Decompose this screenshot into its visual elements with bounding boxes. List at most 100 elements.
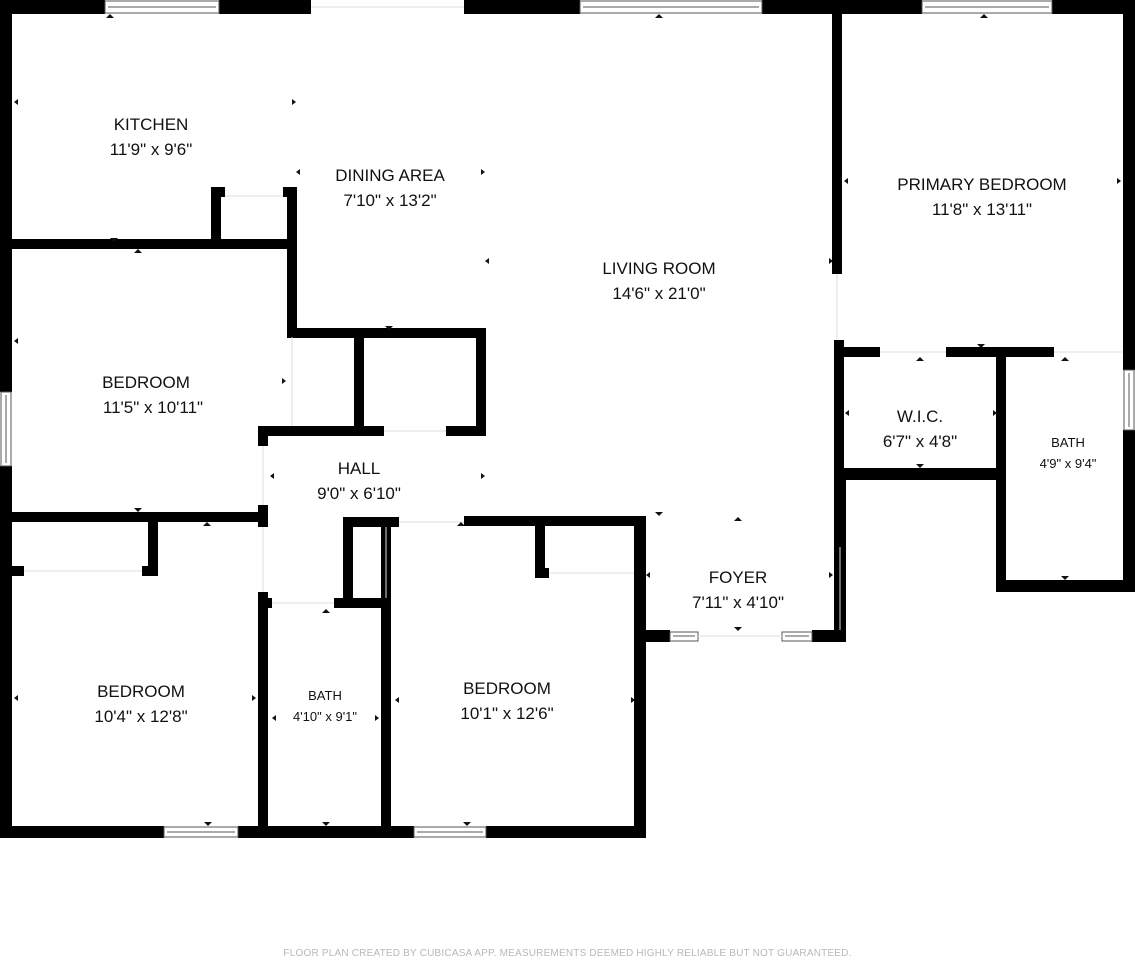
wall-right-upper <box>1123 0 1135 370</box>
dimension-markers <box>14 14 1121 826</box>
living-dims: 14'6" x 21'0" <box>612 284 705 303</box>
wall-closet-bot-r <box>446 426 486 436</box>
marker <box>463 822 471 826</box>
wall-kitchen-bottom <box>0 239 297 249</box>
wall-right-lower <box>1123 430 1135 592</box>
window-bedroom-w <box>0 391 12 467</box>
marker <box>395 697 399 703</box>
marker <box>14 99 18 105</box>
wall-left-lower <box>0 466 12 838</box>
wall-hall-left-2 <box>258 505 268 527</box>
marker <box>993 410 997 416</box>
wall-closet-bot-l <box>258 426 384 436</box>
wall-closet-sw-bot <box>142 566 158 576</box>
wall-primary-left <box>832 0 842 274</box>
bedroom-w-dims: 11'5" x 10'11" <box>103 398 203 417</box>
marker <box>655 512 663 516</box>
wall-linen-left <box>343 517 353 608</box>
bath-e-name: BATH <box>1051 435 1085 450</box>
marker <box>457 522 465 526</box>
marker <box>916 464 924 468</box>
wic-name: W.I.C. <box>897 407 943 426</box>
marker <box>481 169 485 175</box>
bedroom-s-dims: 10'1" x 12'6" <box>460 704 553 723</box>
marker <box>270 473 274 479</box>
marker <box>282 378 286 384</box>
marker <box>375 715 379 721</box>
marker <box>485 258 489 264</box>
marker <box>916 357 924 361</box>
windows <box>0 0 1135 838</box>
dining-dims: 7'10" x 13'2" <box>343 191 436 210</box>
wall-foyer-left <box>644 630 670 642</box>
wall-top-3 <box>464 0 580 14</box>
window-bedroom-sw <box>163 826 239 838</box>
wall-bath-s-left <box>258 592 268 838</box>
living-name: LIVING ROOM <box>602 259 715 278</box>
wall-wic-bottom <box>834 468 1004 480</box>
openings <box>24 6 1123 637</box>
footer-disclaimer: FLOOR PLAN CREATED BY CUBICASA APP. MEAS… <box>283 948 852 959</box>
wall-bath-e-bottom <box>996 580 1135 592</box>
window-kitchen <box>104 0 220 14</box>
wall-bed-divider <box>0 512 268 522</box>
bedroom-sw-dims: 10'4" x 12'8" <box>94 707 187 726</box>
marker <box>134 508 142 512</box>
window-living <box>579 0 763 14</box>
wall-linen-top <box>343 517 399 527</box>
wall-bath-s-top-l <box>258 598 272 608</box>
walls <box>0 0 1135 838</box>
marker <box>14 695 18 701</box>
marker <box>272 715 276 721</box>
marker <box>481 473 485 479</box>
wall-bath-s-right <box>381 524 391 838</box>
wall-hall-left <box>258 426 268 446</box>
wall-closet-mid <box>354 328 364 434</box>
marker <box>292 99 296 105</box>
wall-bath-s-top-r <box>334 598 390 608</box>
kitchen-dims: 11'9" x 9'6" <box>110 140 193 159</box>
marker <box>322 822 330 826</box>
bath-s-name: BATH <box>308 688 342 703</box>
wall-closet-right <box>476 328 486 434</box>
wall-pantry-top-l <box>211 187 225 197</box>
marker <box>845 410 849 416</box>
hall-name: HALL <box>338 459 381 478</box>
kitchen-name: KITCHEN <box>114 115 189 134</box>
window-foyer-l <box>669 631 699 642</box>
marker <box>655 14 663 18</box>
wall-bottom-2 <box>238 826 414 838</box>
marker <box>203 522 211 526</box>
bedroom-s-name: BEDROOM <box>463 679 551 698</box>
marker <box>844 178 848 184</box>
foyer-name: FOYER <box>709 568 768 587</box>
marker <box>980 14 988 18</box>
bath-s-dims: 4'10" x 9'1" <box>293 709 357 724</box>
wall-bed-s-top <box>464 516 644 526</box>
wall-left-upper <box>0 0 12 392</box>
marker <box>322 609 330 613</box>
marker <box>106 14 114 18</box>
wall-pantry-right <box>287 187 297 337</box>
marker <box>734 627 742 631</box>
marker <box>977 344 985 348</box>
window-bath-e <box>1123 369 1135 431</box>
wic-dims: 6'7" x 4'8" <box>883 432 957 451</box>
wall-wic-left <box>834 347 844 547</box>
wall-top-1 <box>0 0 105 14</box>
marker <box>1117 178 1121 184</box>
marker <box>1061 576 1069 580</box>
wall-primary-bot-l <box>834 347 880 357</box>
marker <box>204 822 212 826</box>
primary-dims: 11'8" x 13'11" <box>932 200 1032 219</box>
bath-e-dims: 4'9" x 9'4" <box>1040 456 1097 471</box>
marker <box>646 572 650 578</box>
wall-bottom-1 <box>0 826 164 838</box>
wall-bed-s-right <box>634 516 646 838</box>
bedroom-sw-name: BEDROOM <box>97 682 185 701</box>
foyer-dims: 7'11" x 4'10" <box>692 593 784 612</box>
wall-closet-s-left <box>535 516 545 578</box>
marker <box>631 697 635 703</box>
marker <box>1061 357 1069 361</box>
